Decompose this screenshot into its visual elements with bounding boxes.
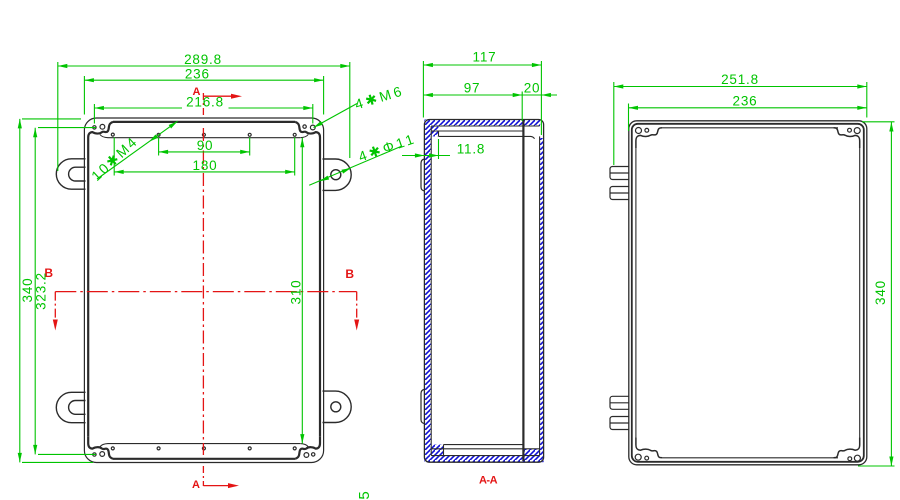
- svg-text:A: A: [193, 86, 201, 98]
- svg-text:A: A: [192, 479, 200, 491]
- svg-text:236: 236: [733, 94, 758, 109]
- svg-text:97: 97: [464, 81, 481, 96]
- svg-text:B: B: [345, 267, 354, 281]
- svg-text:B: B: [44, 266, 53, 280]
- svg-text:5: 5: [356, 490, 373, 499]
- svg-text:117: 117: [473, 50, 497, 65]
- svg-text:11.8: 11.8: [457, 142, 485, 157]
- svg-text:251.8: 251.8: [721, 72, 759, 87]
- svg-text:20: 20: [524, 81, 541, 96]
- svg-text:289.8: 289.8: [184, 52, 222, 67]
- svg-text:180: 180: [193, 158, 218, 173]
- svg-text:340: 340: [873, 280, 888, 305]
- svg-text:90: 90: [197, 138, 214, 153]
- svg-text:340: 340: [20, 278, 35, 303]
- svg-text:310: 310: [289, 280, 304, 305]
- svg-text:216.8: 216.8: [186, 95, 224, 110]
- svg-text:A-A: A-A: [479, 475, 498, 487]
- svg-text:236: 236: [185, 66, 210, 81]
- svg-text:323.2: 323.2: [34, 272, 49, 310]
